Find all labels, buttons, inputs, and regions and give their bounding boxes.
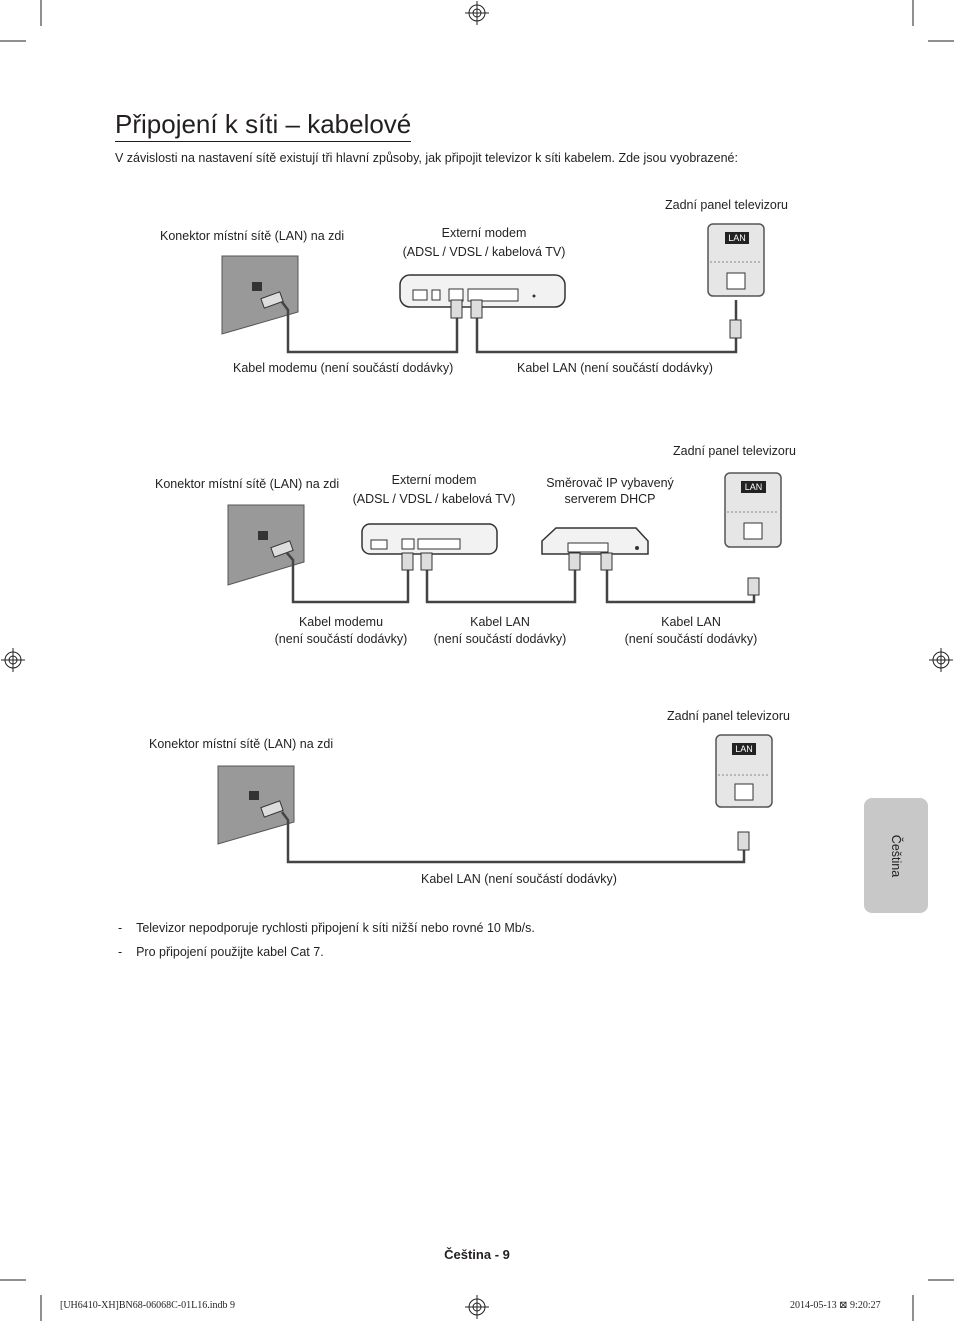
diagram2-tv-panel: [724, 472, 782, 548]
diagram3-wall-label: Konektor místní sítě (LAN) na zdi: [149, 737, 334, 751]
diagram2-cables: [286, 552, 756, 604]
diagram1-cable-lan-label: Kabel LAN (není součástí dodávky): [517, 361, 713, 375]
diagram2-wall-outlet: [227, 504, 305, 586]
diagram1-lan-badge: LAN: [728, 233, 746, 243]
diagram2-cable-modem-label-1: Kabel modemu: [298, 615, 384, 629]
diagram2-router-label-1: Směrovač IP vybavený: [546, 476, 674, 490]
diagram2-modem-label-2: (ADSL / VDSL / kabelová TV): [352, 492, 516, 506]
registration-mark-left: [1, 648, 25, 672]
diagram1-cable-modem-label: Kabel modemu (není součástí dodávky): [233, 361, 454, 375]
diagram2-modem: [361, 523, 498, 555]
diagram1-modem-label-2: (ADSL / VDSL / kabelová TV): [402, 245, 566, 259]
diagram3-cable-lan-label: Kabel LAN (není součástí dodávky): [421, 872, 617, 886]
diagram2-modem-label-1: Externí modem: [391, 473, 477, 487]
side-tab-label: Čeština: [889, 834, 903, 878]
diagram1-modem: [399, 274, 566, 308]
diagram2-cable-modem-label-2: (není součástí dodávky): [274, 632, 408, 646]
registration-mark-bottom: [465, 1295, 489, 1319]
diagram1-tv-panel: [707, 223, 765, 297]
note-text: Pro připojení použijte kabel Cat 7.: [136, 945, 324, 959]
diagram3-plugs: [737, 831, 750, 851]
language-side-tab: Čeština: [864, 798, 928, 913]
print-info-right: 2014-05-13 ⊠ 9:20:27: [790, 1300, 881, 1311]
diagram2-cable-lan-b-label-1: Kabel LAN: [661, 615, 721, 629]
diagram2-cable-lan-a-label-2: (není součástí dodávky): [433, 632, 567, 646]
diagram3-tv-label: Zadní panel televizoru: [667, 709, 790, 723]
diagram1-cables: [281, 300, 738, 354]
diagram1-modem-label-1: Externí modem: [441, 226, 527, 240]
diagram3-tv-panel: [715, 734, 773, 808]
diagram2-cable-lan-b-label-2: (není součástí dodávky): [624, 632, 758, 646]
page-footer: Čeština - 9: [444, 1247, 510, 1262]
diagram2-router-label-2: serverem DHCP: [564, 492, 656, 506]
diagram2-wall-label: Konektor místní sítě (LAN) na zdi: [155, 477, 340, 491]
note-text: Televizor nepodporuje rychlosti připojen…: [136, 921, 535, 935]
diagram2-router: [541, 527, 649, 555]
diagram1-wall-outlet: [221, 255, 299, 335]
diagram3-wall-outlet: [217, 765, 295, 845]
diagram2-cable-lan-a-label-1: Kabel LAN: [470, 615, 530, 629]
note-item: - Pro připojení použijte kabel Cat 7.: [118, 945, 324, 959]
diagram1-tv-label: Zadní panel televizoru: [665, 198, 788, 212]
registration-mark-top: [465, 1, 489, 25]
note-item: - Televizor nepodporuje rychlosti připoj…: [118, 921, 535, 935]
diagram1-wall-label: Konektor místní sítě (LAN) na zdi: [160, 229, 345, 243]
intro-text: V závislosti na nastavení sítě existují …: [115, 151, 738, 165]
page-title: Připojení k síti – kabelové: [115, 108, 412, 142]
diagram2-lan-badge: LAN: [744, 482, 763, 492]
diagram3-cable: [281, 811, 746, 864]
print-info-left: [UH6410-XH]BN68-06068C-01L16.indb 9: [60, 1300, 235, 1311]
diagram1-plugs: [450, 299, 742, 339]
diagram2-tv-label: Zadní panel televizoru: [673, 444, 796, 458]
diagram2-plugs: [401, 552, 760, 596]
registration-mark-right: [929, 648, 953, 672]
diagram3-lan-badge: LAN: [735, 744, 753, 754]
